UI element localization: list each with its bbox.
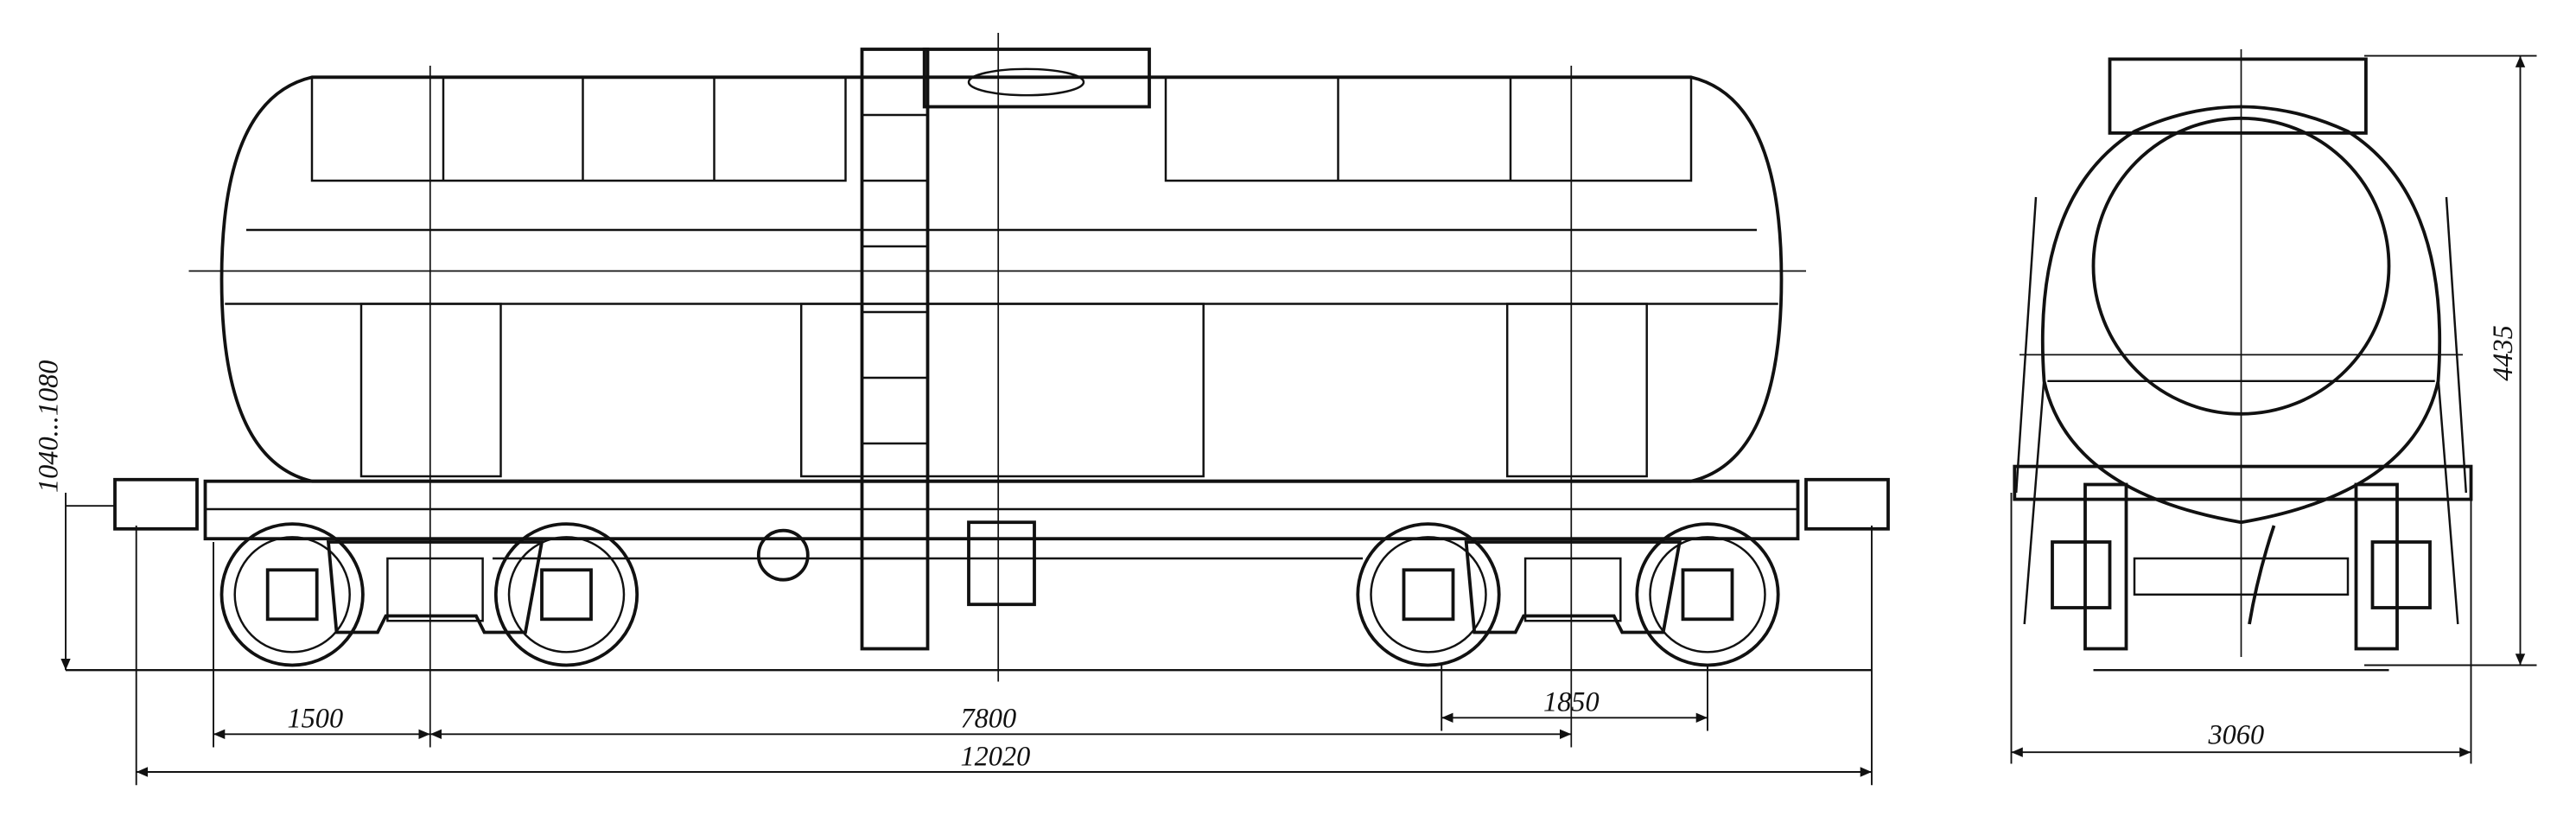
dim-7800: 7800 bbox=[961, 703, 1017, 734]
bogie-right bbox=[1356, 522, 1780, 667]
brake-wheel bbox=[756, 528, 810, 582]
side-view: 1500 7800 1850 12020 1040...1080 bbox=[33, 33, 1890, 786]
coupler-right bbox=[1804, 477, 1890, 531]
walkway-left bbox=[310, 77, 847, 182]
tank-shell bbox=[219, 75, 1784, 483]
bogie-left bbox=[219, 522, 639, 667]
tank-end-shell bbox=[2040, 105, 2442, 525]
brake-cylinder bbox=[967, 520, 1036, 607]
end-view: 3060 4435 bbox=[2010, 49, 2537, 764]
dim-4435: 4435 bbox=[2487, 325, 2518, 381]
dim-coupler-height: 1040...1080 bbox=[33, 360, 64, 493]
dim-12020: 12020 bbox=[961, 740, 1031, 771]
dome bbox=[922, 48, 1151, 109]
coupler-left bbox=[113, 477, 199, 531]
dim-3060: 3060 bbox=[2208, 719, 2265, 750]
end-underframe bbox=[2013, 464, 2473, 501]
dim-1500: 1500 bbox=[288, 703, 344, 734]
walkway-right bbox=[1164, 77, 1693, 182]
dim-1850: 1850 bbox=[1543, 686, 1600, 717]
